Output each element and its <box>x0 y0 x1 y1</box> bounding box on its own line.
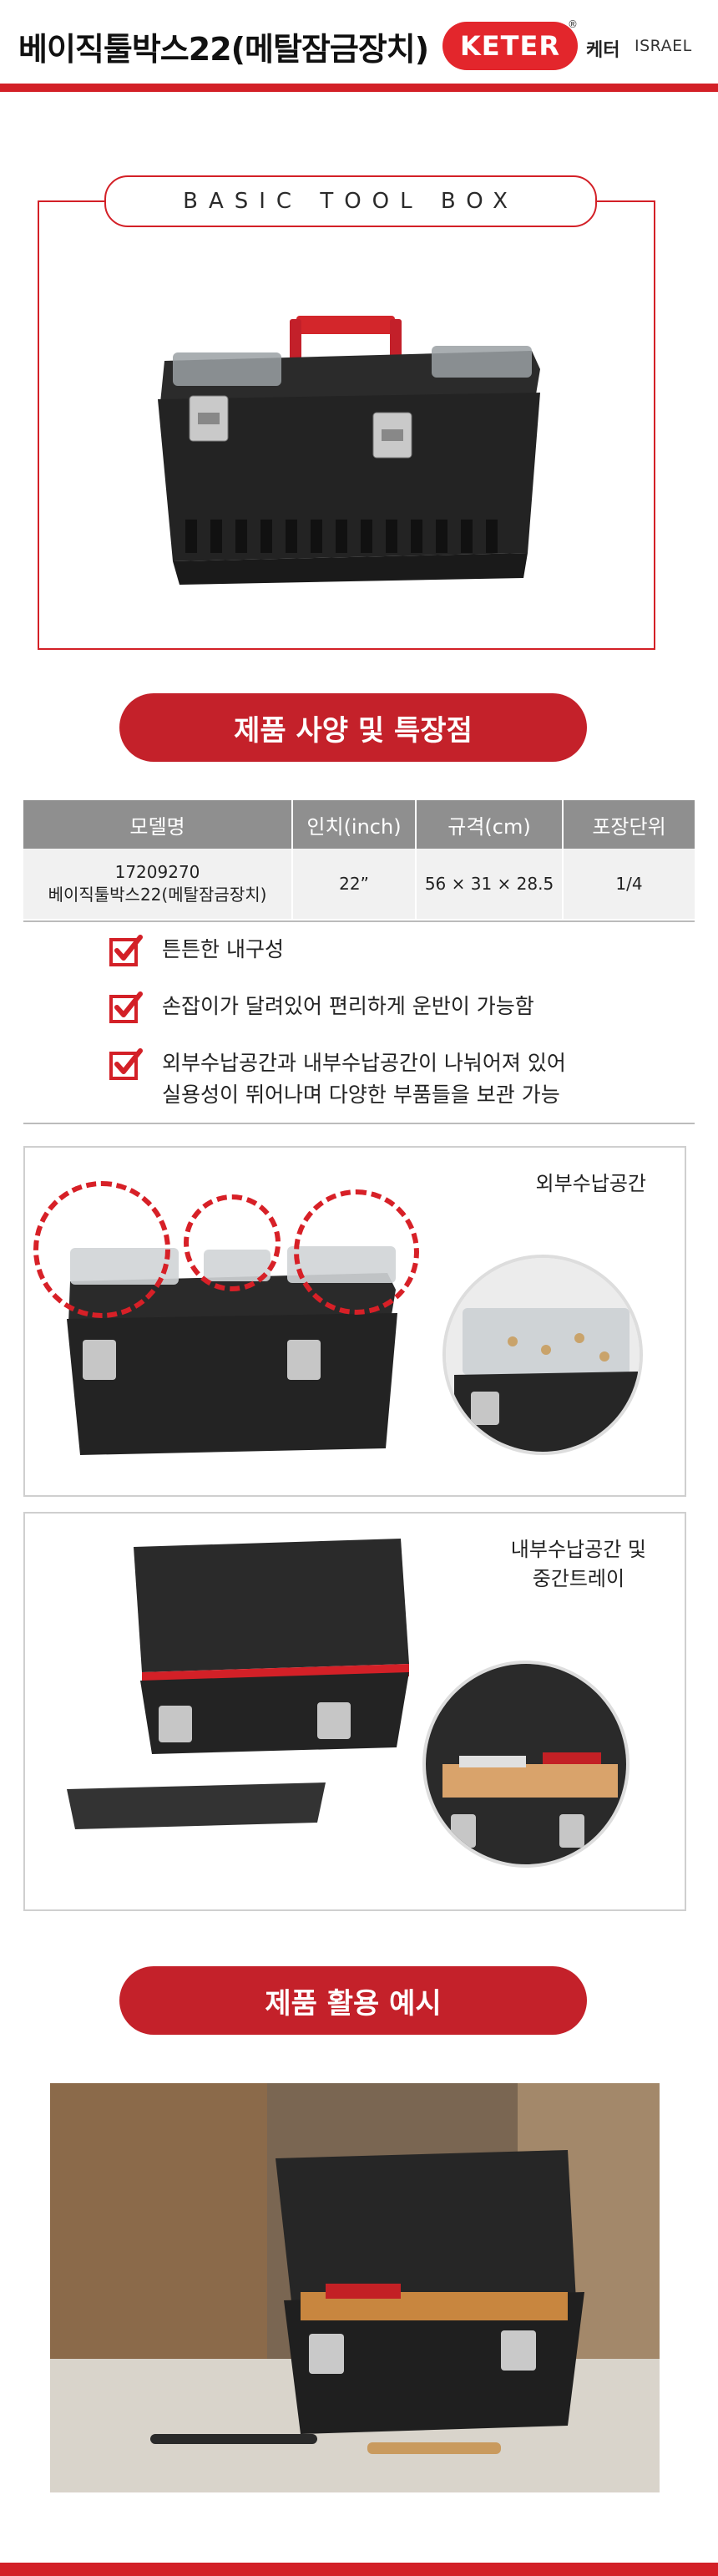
highlight-circle <box>294 1189 419 1315</box>
list-item: 튼튼한 내구성 <box>109 934 676 969</box>
toolbox-hero-image <box>158 316 540 585</box>
feature-text: 손잡이가 달려있어 편리하게 운반이 가능함 <box>162 994 534 1018</box>
zoom-external-compartment <box>442 1255 643 1455</box>
hero-title-tab: BASIC TOOL BOX <box>104 175 597 227</box>
feature-text-line-2: 실용성이 뛰어나며 다양한 부품들을 보관 가능 <box>162 1083 560 1107</box>
table-row: 17209270 베이직툴박스22(메탈잠금장치) 22” 56 × 31 × … <box>23 849 695 919</box>
zoom-internal-compartment <box>422 1661 630 1868</box>
internal-storage-label: 내부수납공간 및 중간트레이 <box>511 1535 646 1594</box>
footer-divider <box>0 2563 718 2576</box>
divider <box>23 1123 695 1124</box>
section-title-specs: 제품 사양 및 특장점 <box>119 693 587 762</box>
keter-logo: KETER <box>442 22 578 70</box>
highlight-circle <box>33 1181 170 1318</box>
feature-list: 튼튼한 내구성 손잡이가 달려있어 편리하게 운반이 가능함 외부수납공간과 내… <box>109 934 676 1133</box>
external-storage-label: 외부수납공간 <box>535 1172 646 1195</box>
spec-cell-inch: 22” <box>292 849 417 919</box>
checkbox-check-icon <box>109 1047 144 1083</box>
spec-table-header: 모델명 인치(inch) 규격(cm) 포장단위 <box>23 800 695 849</box>
product-title: 베이직툴박스22(메탈잠금장치) <box>18 31 429 68</box>
spec-header-inch: 인치(inch) <box>292 800 417 849</box>
list-item: 외부수납공간과 내부수납공간이 나눠어져 있어 실용성이 뛰어나며 다양한 부품… <box>109 1047 676 1111</box>
toolbox-open-image <box>67 1539 409 1829</box>
model-name: 베이직툴박스22(메탈잠금장치) <box>48 885 267 905</box>
highlight-circle <box>184 1194 281 1291</box>
spec-table: 모델명 인치(inch) 규격(cm) 포장단위 17209270 베이직툴박스… <box>23 800 695 919</box>
header-divider <box>0 84 718 92</box>
feature-text: 튼튼한 내구성 <box>162 937 284 961</box>
spec-cell-model: 17209270 베이직툴박스22(메탈잠금장치) <box>23 849 293 919</box>
spec-cell-pack: 1/4 <box>563 849 695 919</box>
registered-mark: ® <box>568 18 578 30</box>
spec-header-pack: 포장단위 <box>563 800 695 849</box>
spec-header-model: 모델명 <box>23 800 293 849</box>
brand-name-korean: 케터 <box>586 40 620 61</box>
checkbox-check-icon <box>109 934 144 969</box>
checkbox-check-icon <box>109 991 144 1026</box>
hero-frame <box>38 200 655 650</box>
internal-storage-label-line-1: 내부수납공간 및 <box>510 1538 646 1561</box>
divider <box>23 920 695 922</box>
model-code: 17209270 <box>114 862 200 882</box>
internal-storage-label-line-2: 중간트레이 <box>532 1566 625 1590</box>
spec-header-size: 규격(cm) <box>416 800 564 849</box>
spec-cell-size: 56 × 31 × 28.5 <box>416 849 564 919</box>
external-storage-panel: 외부수납공간 <box>23 1146 686 1497</box>
page-header: 베이직툴박스22(메탈잠금장치) KETER ® 케터 ISRAEL <box>0 0 718 94</box>
feature-text-line-1: 외부수납공간과 내부수납공간이 나눠어져 있어 <box>162 1051 566 1075</box>
usage-photo <box>50 2083 660 2492</box>
brand-country: ISRAEL <box>635 37 692 55</box>
internal-storage-panel: 내부수납공간 및 중간트레이 <box>23 1512 686 1911</box>
list-item: 손잡이가 달려있어 편리하게 운반이 가능함 <box>109 991 676 1026</box>
section-title-usage: 제품 활용 예시 <box>119 1966 587 2035</box>
